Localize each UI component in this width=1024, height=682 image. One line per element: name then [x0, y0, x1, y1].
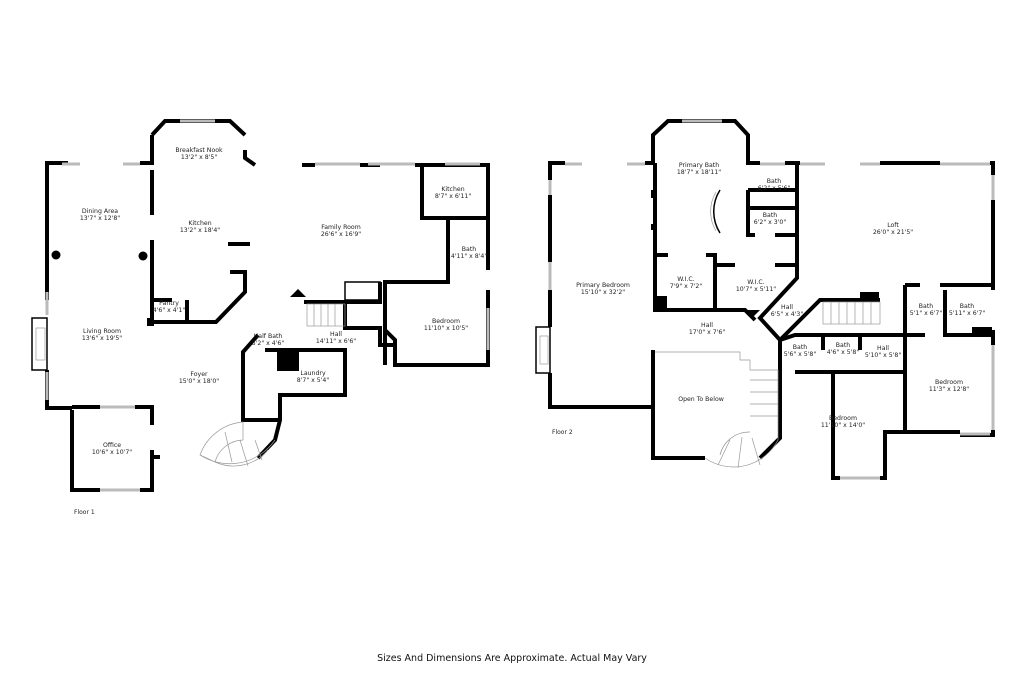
floor-1-walls	[45, 119, 490, 492]
disclaimer: Sizes And Dimensions Are Approximate. Ac…	[377, 653, 647, 664]
room-name: Bedroom	[829, 415, 857, 422]
floor-1-fireplace	[31, 281, 381, 371]
room-dimensions: 5'11" x 6'7"	[949, 310, 986, 317]
room-name: Hall	[781, 304, 793, 311]
room-dimensions: 6'5" x 4'3"	[771, 311, 804, 318]
room-name: Bedroom	[432, 318, 460, 325]
room-name: Bath	[960, 303, 974, 310]
room-name: Bath	[767, 178, 781, 185]
room-dimensions: 15'10" x 32'2"	[581, 289, 625, 296]
floor-1-room-labels: Breakfast Nook 13'2" x 8'5" Dining Area …	[74, 147, 487, 516]
room-dimensions: 8'7" x 6'11"	[435, 193, 472, 200]
room-name: Hall	[877, 345, 889, 352]
room-name: Foyer	[190, 371, 208, 378]
room-dimensions: 13'7" x 12'8"	[80, 215, 120, 222]
room-dimensions: 5'6" x 5'8"	[784, 351, 817, 358]
room-name: Living Room	[83, 328, 121, 335]
room-dimensions: 4'6" x 4'1"	[153, 307, 186, 314]
room-name: Bedroom	[935, 379, 963, 386]
floor-1-stairs	[199, 303, 346, 467]
room-name: Bath	[836, 342, 850, 349]
floor-label: Floor 2	[552, 429, 573, 436]
room-dimensions: 14'11" x 6'6"	[316, 338, 356, 345]
floor-2-walls	[548, 119, 995, 480]
room-name: Open To Below	[678, 396, 724, 403]
room-dimensions: 17'0" x 7'6"	[689, 329, 726, 336]
room-dimensions: 13'2" x 18'4"	[180, 227, 220, 234]
room-name: Primary Bath	[679, 162, 719, 169]
floor-1-plan: Breakfast Nook 13'2" x 8'5" Dining Area …	[31, 119, 490, 516]
room-name: Kitchen	[188, 220, 211, 227]
room-name: Hall	[330, 331, 342, 338]
room-dimensions: 4'6" x 5'8"	[827, 349, 860, 356]
room-dimensions: 5'1" x 6'7"	[910, 310, 943, 317]
room-name: W.I.C.	[677, 276, 694, 283]
floor-2-stairs-and-tub	[655, 189, 881, 469]
floor-2-room-labels: Primary Bath 18'7" x 18'11" Bath 6'2" x …	[552, 162, 985, 436]
room-dimensions: 4'11" x 8'4"	[451, 253, 488, 260]
room-dimensions: 5'10" x 5'8"	[865, 352, 902, 359]
room-name: Loft	[887, 222, 899, 229]
room-name: Hall	[701, 322, 713, 329]
room-name: Pantry	[159, 300, 179, 307]
room-name: Family Room	[321, 224, 361, 231]
room-name: Bath	[793, 344, 807, 351]
room-name: Office	[103, 442, 121, 449]
room-name: Kitchen	[441, 186, 464, 193]
room-name: Breakfast Nook	[175, 147, 223, 154]
room-dimensions: 8'7" x 5'4"	[297, 377, 330, 384]
floor-2-plan: Primary Bath 18'7" x 18'11" Bath 6'2" x …	[535, 119, 995, 480]
room-dimensions: 10'6" x 10'7"	[92, 449, 132, 456]
floor-2-windows	[548, 119, 995, 480]
room-dimensions: 10'7" x 5'11"	[736, 286, 776, 293]
room-name: Half Bath	[254, 333, 283, 340]
room-name: Primary Bedroom	[576, 282, 630, 289]
floor-2-fireplace	[535, 326, 551, 374]
room-dimensions: 13'2" x 8'5"	[181, 154, 218, 161]
room-name: Bath	[919, 303, 933, 310]
room-name: Bath	[763, 212, 777, 219]
floor-1-windows	[45, 119, 490, 492]
room-dimensions: 5'2" x 4'6"	[252, 340, 285, 347]
room-dimensions: 6'2" x 5'6"	[758, 185, 791, 192]
room-dimensions: 6'2" x 3'0"	[754, 219, 787, 226]
room-name: Dining Area	[82, 208, 118, 215]
room-dimensions: 15'0" x 18'0"	[179, 378, 219, 385]
room-name: Bath	[462, 246, 476, 253]
room-dimensions: 11'3" x 12'8"	[929, 386, 969, 393]
room-dimensions: 7'9" x 7'2"	[670, 283, 703, 290]
floor-label: Floor 1	[74, 509, 95, 516]
room-dimensions: 11'10" x 14'0"	[821, 422, 865, 429]
room-name: Laundry	[300, 370, 326, 377]
room-dimensions: 26'6" x 16'9"	[321, 231, 361, 238]
room-dimensions: 26'0" x 21'5"	[873, 229, 913, 236]
room-name: W.I.C.	[747, 279, 764, 286]
room-dimensions: 13'6" x 19'5"	[82, 335, 122, 342]
room-dimensions: 11'10" x 10'5"	[424, 325, 468, 332]
room-dimensions: 18'7" x 18'11"	[677, 169, 721, 176]
